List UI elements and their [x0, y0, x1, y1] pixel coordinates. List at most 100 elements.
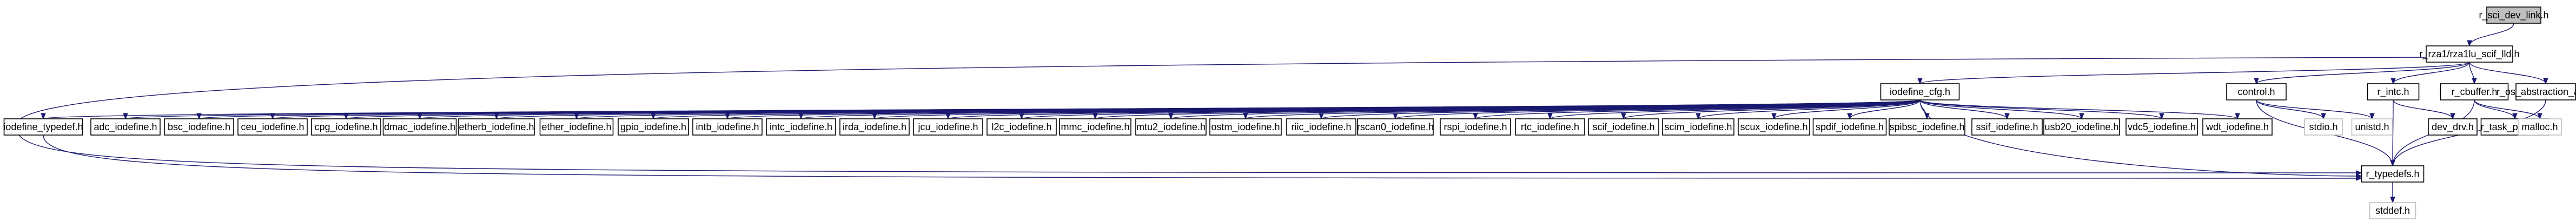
node-label: ostm_iodefine.h	[1211, 122, 1280, 133]
node-stddef[interactable]: stddef.h	[2369, 202, 2416, 219]
node-spdif[interactable]: spdif_iodefine.h	[1812, 118, 1887, 136]
edge-iodefine_typedef-r_typedefs	[43, 134, 2362, 179]
nodes-layer: r_sci_dev_link.h r_rza1/rza1lu_scif_lld.h…	[3, 6, 2576, 219]
node-box	[2043, 118, 2120, 136]
node-box	[618, 118, 689, 136]
node-label: dmac_iodefine.h	[384, 122, 455, 133]
edge-arrowhead	[1621, 113, 1626, 120]
edge-arrowhead	[343, 113, 349, 120]
node-rscan0[interactable]: rscan0_iodefine.h	[1357, 118, 1434, 136]
node-usb20[interactable]: usb20_iodefine.h	[2043, 118, 2120, 136]
node-label: rtc_iodefine.h	[1521, 122, 1579, 133]
edge-arrowhead	[2472, 78, 2477, 85]
node-r-intc[interactable]: r_intc.h	[2367, 83, 2420, 100]
node-malloc[interactable]: malloc.h	[2518, 118, 2562, 136]
node-label: scux_iodefine.h	[1740, 122, 1807, 133]
node-wdt[interactable]: wdt_iodefine.h	[2202, 118, 2273, 136]
node-rza1[interactable]: r_rza1/rza1lu_scif_lld.h	[2419, 45, 2520, 63]
node-intb[interactable]: intb_iodefine.h	[692, 118, 763, 136]
edge-arrowhead	[872, 113, 877, 120]
edge-arrowhead	[2512, 113, 2518, 120]
node-iodefine-cfg[interactable]: iodefine_cfg.h	[1880, 83, 1960, 100]
node-label: control.h	[2237, 86, 2275, 97]
edge-rza1-iodefine_cfg	[1919, 62, 2470, 84]
node-bsc[interactable]: bsc_iodefine.h	[164, 118, 234, 136]
node-label: vdc5_iodefine.h	[2128, 122, 2196, 133]
node-ssif[interactable]: ssif_iodefine.h	[1971, 118, 2043, 136]
node-spibsc[interactable]: spibsc_iodefine.h	[1889, 118, 1965, 136]
node-label: irda_iodefine.h	[843, 122, 906, 133]
node-box	[2367, 83, 2420, 100]
node-r-os-abs[interactable]: r_os_abstraction_api.h	[2496, 83, 2576, 100]
node-label: iodefine_typedef.h	[3, 122, 83, 133]
node-jcu[interactable]: jcu_iodefine.h	[913, 118, 983, 136]
node-unistd[interactable]: unistd.h	[2351, 118, 2393, 136]
node-box	[692, 118, 763, 136]
node-mtu2[interactable]: mtu2_iodefine.h	[1135, 118, 1207, 136]
node-label: unistd.h	[2355, 122, 2389, 132]
node-r-cbuffer[interactable]: r_cbuffer.h	[2440, 83, 2509, 100]
node-vdc5[interactable]: vdc5_iodefine.h	[2125, 118, 2198, 136]
edge-arrowhead	[1243, 113, 1248, 120]
node-dev-drv[interactable]: dev_drv.h	[2428, 118, 2478, 136]
edge-arrowhead	[2543, 78, 2548, 85]
node-box	[2515, 83, 2576, 100]
node-label: rspi_iodefine.h	[1443, 122, 1507, 133]
node-r-typedefs[interactable]: r_typedefs.h	[2361, 165, 2425, 183]
edge-arrowhead	[196, 113, 202, 120]
node-box	[2226, 83, 2287, 100]
node-gpio[interactable]: gpio_iodefine.h	[618, 118, 689, 136]
node-adc[interactable]: adc_iodefine.h	[90, 118, 161, 136]
node-label: jcu_iodefine.h	[917, 122, 978, 133]
node-iodefine-typedef[interactable]: iodefine_typedef.h	[3, 118, 83, 136]
node-root[interactable]: r_sci_dev_link.h	[2479, 6, 2549, 24]
node-rtc[interactable]: rtc_iodefine.h	[1515, 118, 1585, 136]
node-label: r_rza1/rza1lu_scif_lld.h	[2419, 49, 2519, 60]
node-box	[2518, 118, 2562, 136]
edge-arrowhead	[2159, 113, 2164, 120]
edge-iodefine_cfg-vdc5	[1919, 99, 2162, 119]
edge-arrowhead	[1393, 113, 1398, 120]
node-ostm[interactable]: ostm_iodefine.h	[1209, 118, 1282, 136]
node-label: r_cbuffer.h	[2452, 86, 2498, 98]
node-ceu[interactable]: ceu_iodefine.h	[237, 118, 308, 136]
node-box	[986, 118, 1057, 136]
node-label: dev_drv.h	[2432, 122, 2474, 133]
node-rspi[interactable]: rspi_iodefine.h	[1440, 118, 1511, 136]
node-intc[interactable]: intc_iodefine.h	[766, 118, 836, 136]
node-box	[2351, 118, 2393, 136]
node-box	[2428, 118, 2478, 136]
node-mmc[interactable]: mmc_iodefine.h	[1059, 118, 1131, 136]
node-box	[2440, 83, 2509, 100]
node-label: mmc_iodefine.h	[1061, 122, 1129, 133]
node-scux[interactable]: scux_iodefine.h	[1738, 118, 1810, 136]
node-etherb[interactable]: etherb_iodefine.h	[458, 118, 535, 136]
node-label: rscan0_iodefine.h	[1357, 122, 1434, 133]
node-scif[interactable]: scif_iodefine.h	[1588, 118, 1659, 136]
edge-r_intc-dev_drv	[2393, 99, 2453, 119]
node-riic[interactable]: riic_iodefine.h	[1286, 118, 1356, 136]
node-label: intc_iodefine.h	[770, 122, 832, 133]
edge-arrowhead	[2390, 160, 2395, 167]
node-stdio[interactable]: stdio.h	[2304, 118, 2343, 136]
node-label: spdif_iodefine.h	[1816, 122, 1884, 133]
node-ether[interactable]: ether_iodefine.h	[539, 118, 614, 136]
node-label: adc_iodefine.h	[94, 122, 157, 133]
node-label: mtu2_iodefine.h	[1136, 122, 1206, 133]
edge-iodefine_cfg-scux	[1773, 99, 1921, 119]
node-scim[interactable]: scim_iodefine.h	[1662, 118, 1734, 136]
node-irda[interactable]: irda_iodefine.h	[839, 118, 910, 136]
edge-iodefine_cfg-wdt	[1919, 99, 2238, 119]
node-cpg[interactable]: cpg_iodefine.h	[311, 118, 381, 136]
node-l2c[interactable]: l2c_iodefine.h	[986, 118, 1057, 136]
node-label: stddef.h	[2375, 205, 2410, 216]
edge-control-stdio	[2256, 99, 2324, 119]
edge-arrowhead	[651, 113, 656, 120]
node-dmac[interactable]: dmac_iodefine.h	[382, 118, 457, 136]
node-control[interactable]: control.h	[2226, 83, 2287, 100]
node-box	[1889, 118, 1965, 136]
node-box	[1440, 118, 1511, 136]
node-box	[1588, 118, 1659, 136]
edge-arrowhead	[2537, 113, 2542, 120]
